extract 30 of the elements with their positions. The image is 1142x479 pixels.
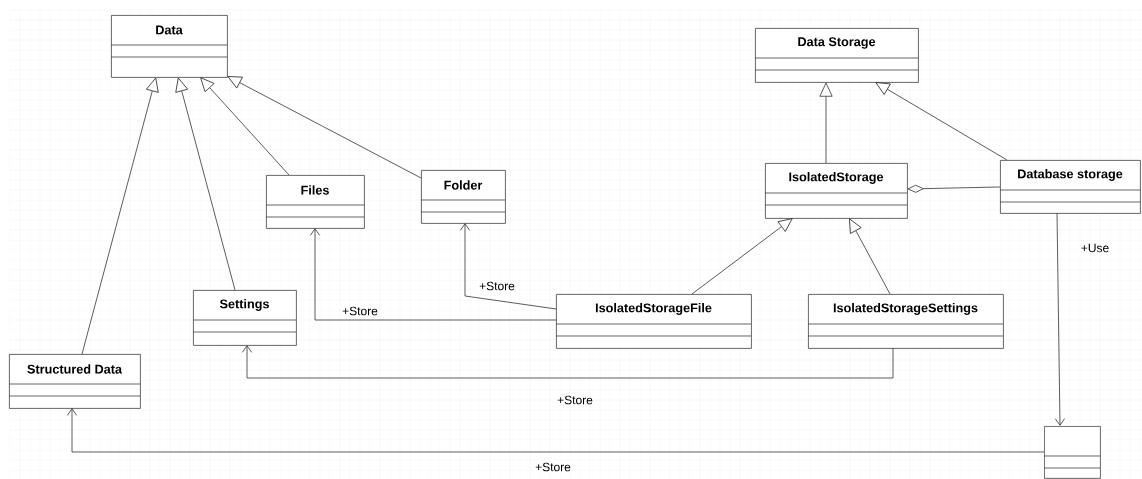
edge-label: +Store [555,394,595,406]
edge-label: +Use [1079,242,1111,254]
aggregation-line [907,184,1001,193]
edge-label: +Store [533,461,573,473]
class-box: IsolatedStorage [764,163,908,219]
class-box: Database storage [999,160,1141,214]
class-box: Settings [192,290,297,346]
class-box: Data [110,15,228,78]
generalization-arrow [691,218,793,295]
class-box: Structured Data [8,354,141,409]
association-arrow [241,345,894,379]
class-box: Folder [420,170,506,224]
class-box: IsolatedStorageFile [555,294,752,349]
association-arrow [66,408,1045,453]
association-arrow [1054,212,1065,426]
generalization-arrow [175,77,236,291]
generalization-arrow [200,77,290,176]
class-box [1043,426,1101,479]
edge-label: +Store [477,280,517,292]
edge-label: +Store [340,305,380,317]
class-box: IsolatedStorageSettings [807,294,1004,349]
generalization-arrow [849,218,891,295]
class-box: Data Storage [754,28,919,83]
generalization-arrow [819,82,833,164]
association-arrow [459,223,557,310]
class-box: Files [265,175,365,229]
generalization-arrow [81,77,159,355]
generalization-arrow [875,82,1008,161]
generalization-arrow [227,76,422,179]
association-arrow [309,228,557,321]
